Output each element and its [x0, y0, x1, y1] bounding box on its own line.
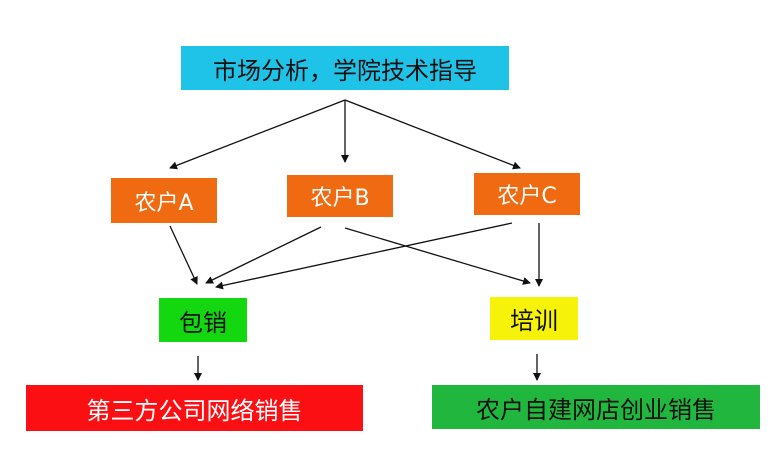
arrow-top-to-farmer-a [169, 99, 346, 170]
farmer-b-label: 农户B [310, 186, 370, 211]
training-label: 培训 [510, 307, 558, 335]
guaranteed-sales-label: 包销 [179, 308, 227, 337]
farmer-b-box: 农户B [287, 175, 393, 217]
farmer-store-sales-label: 农户自建网店创业销售 [476, 395, 716, 424]
market-analysis-box: 市场分析，学院技术指导 [181, 46, 509, 90]
arrow-farmer-c-to-baoxiao [215, 222, 513, 290]
farmer-c-label: 农户C [497, 184, 557, 209]
farmer-a-box: 农户A [111, 178, 217, 223]
market-analysis-label: 市场分析，学院技术指导 [213, 56, 477, 85]
third-party-sales-label: 第三方公司网络销售 [86, 396, 303, 425]
arrow-farmer-b-to-baoxiao [205, 226, 322, 284]
guaranteed-sales-box: 包销 [159, 298, 247, 342]
arrow-top-to-farmer-c [344, 99, 521, 170]
arrow-farmer-a-to-baoxiao [169, 225, 198, 285]
arrow-farmer-b-to-peixun [344, 227, 531, 285]
farmer-c-box: 农户C [474, 173, 580, 215]
farmer-a-label: 农户A [134, 190, 194, 216]
farmer-store-sales-box: 农户自建网店创业销售 [432, 385, 760, 429]
third-party-sales-box: 第三方公司网络销售 [26, 385, 363, 431]
training-box: 培训 [490, 297, 578, 340]
